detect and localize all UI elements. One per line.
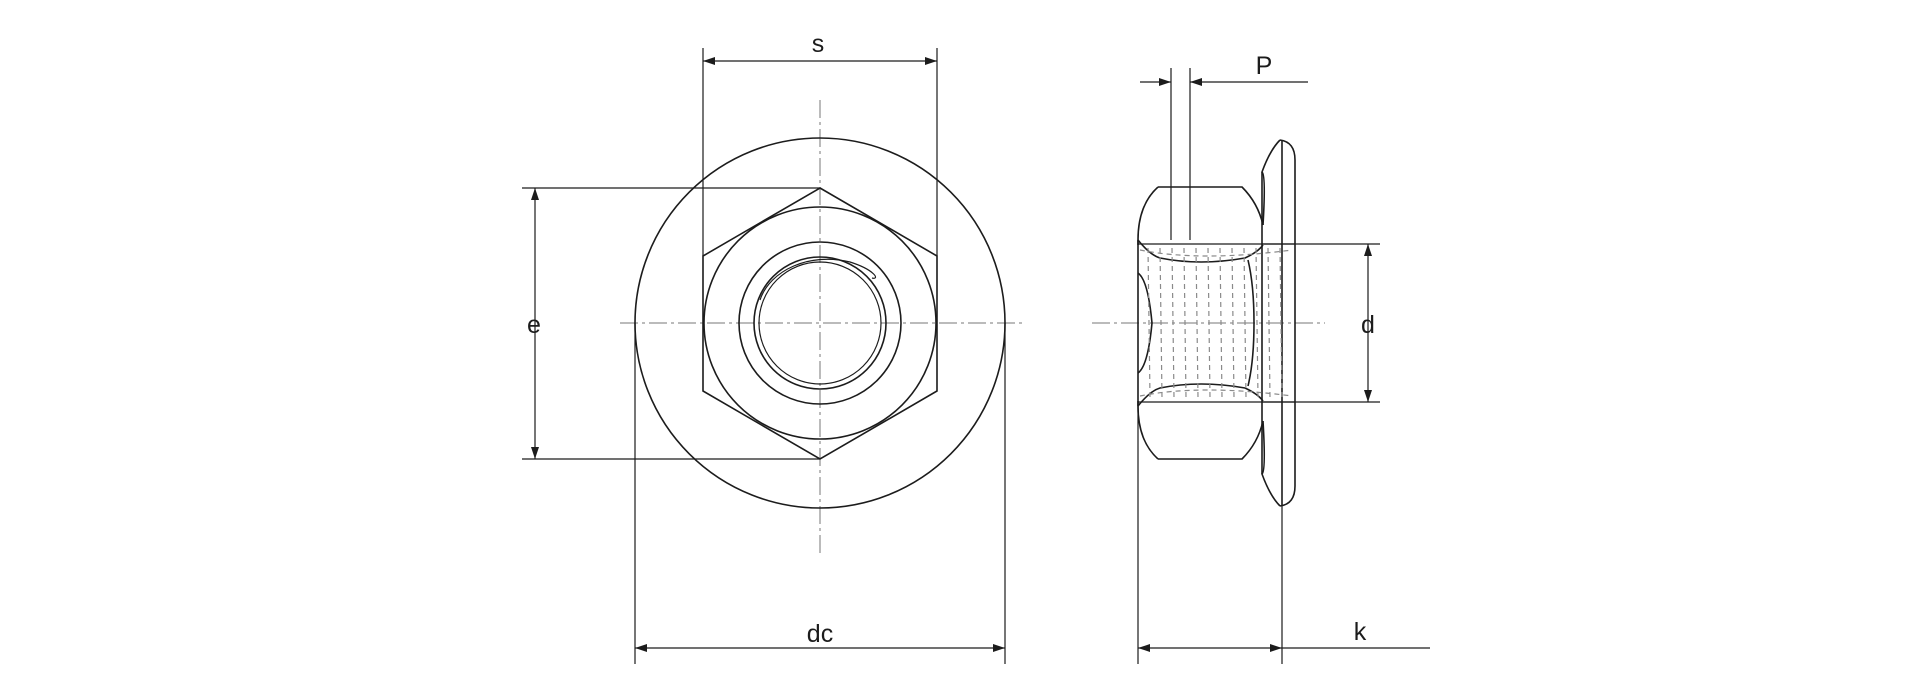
hidden-thread-lines bbox=[1139, 247, 1293, 399]
thread-start-curl bbox=[759, 258, 877, 301]
hex-facet-middle-curve bbox=[1137, 272, 1153, 374]
p-label: P bbox=[1256, 52, 1273, 80]
front-view bbox=[620, 100, 1025, 555]
flange-outer-edge bbox=[1279, 139, 1296, 507]
hex-body-bottom-face bbox=[1158, 420, 1264, 460]
side-view bbox=[1092, 139, 1325, 507]
e-label: e bbox=[527, 311, 541, 339]
k-label: k bbox=[1354, 618, 1367, 646]
chamfer-circle bbox=[703, 206, 937, 440]
hex-facet-bottom-arc bbox=[1137, 383, 1264, 407]
front-dimensions: s e dc bbox=[522, 30, 1006, 664]
flange-upper-profile bbox=[1261, 139, 1281, 226]
dc-label: dc bbox=[807, 620, 833, 648]
thread-minor-circle bbox=[758, 261, 882, 385]
hex-body-top-face bbox=[1158, 186, 1264, 226]
thread-major-circle bbox=[738, 241, 902, 405]
hex-top-chamfer bbox=[1137, 186, 1159, 245]
hex-bottom-chamfer bbox=[1137, 401, 1159, 460]
hex-facet-right-curve bbox=[1247, 259, 1255, 387]
side-dimensions: P d k bbox=[1137, 52, 1430, 664]
bore-circle bbox=[753, 256, 887, 390]
flange-lower-profile bbox=[1261, 420, 1281, 507]
d-label: d bbox=[1361, 311, 1375, 339]
s-label: s bbox=[812, 30, 825, 58]
hex-facet-top-arc bbox=[1137, 239, 1264, 263]
